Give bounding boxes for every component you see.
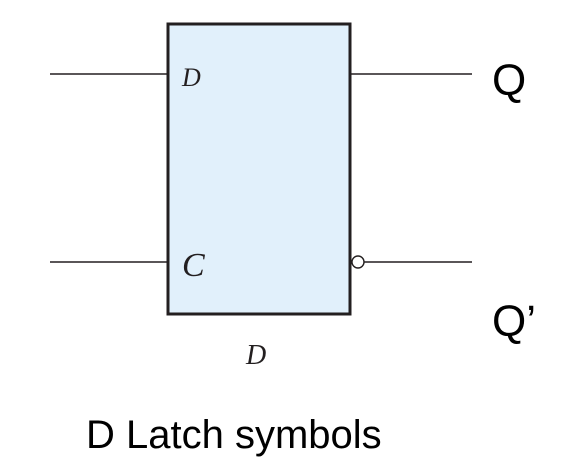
- input-d-label: D: [181, 63, 201, 92]
- diagram-caption: D Latch symbols: [86, 413, 382, 457]
- block-type-label: D: [245, 340, 266, 371]
- inverter-bubble: [351, 255, 365, 269]
- input-c-label: C: [182, 247, 205, 284]
- output-q-label: Q: [492, 56, 526, 105]
- output-q-prime-label: Q’: [492, 297, 536, 346]
- latch-block: [166, 22, 352, 316]
